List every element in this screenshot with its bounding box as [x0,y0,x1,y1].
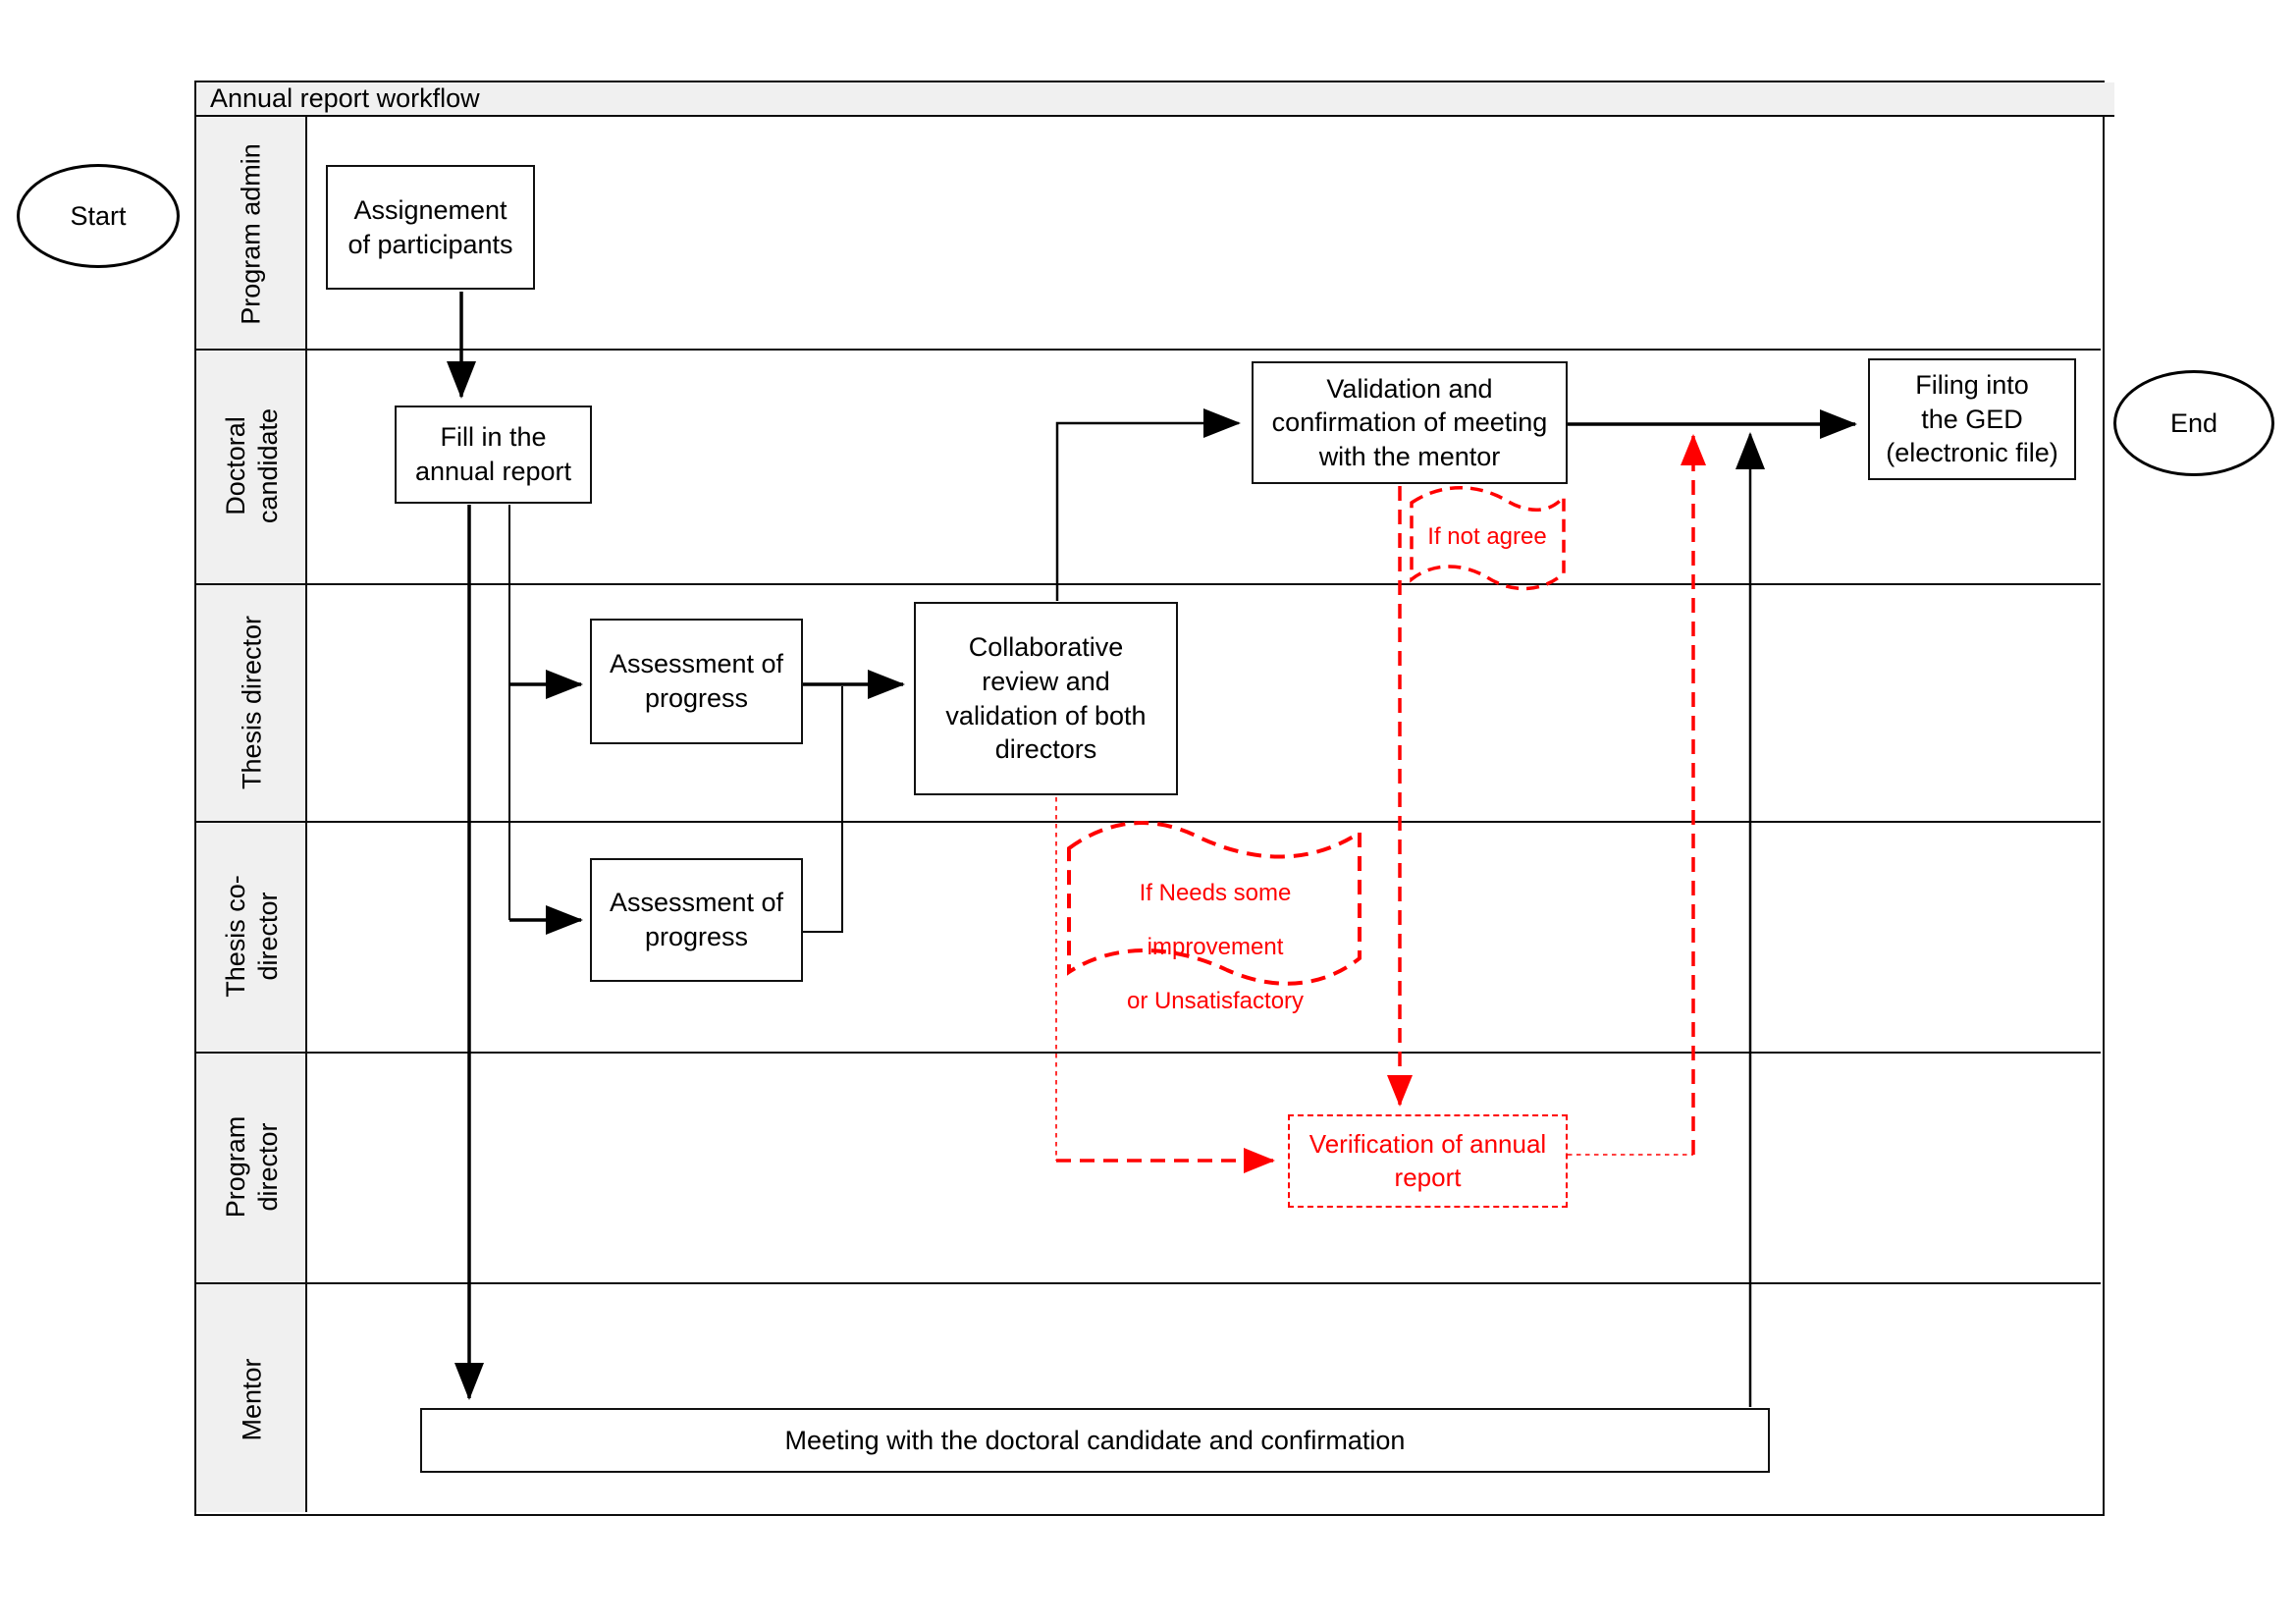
lane-divider-3 [196,821,2101,823]
process-assessment-director: Assessment of progress [590,619,803,744]
lane-label-thesis-codirector: Thesis co- director [221,875,283,998]
annotation-if-needs-improvement: If Needs some improvement or Unsatisfact… [1126,880,1305,1015]
start-terminator: Start [17,164,180,268]
lane-label-thesis-director: Thesis director [237,615,267,790]
lane-label-program-admin: Program admin [236,143,266,325]
lane-divider-2 [196,583,2101,585]
lane-divider-5 [196,1282,2101,1284]
end-terminator: End [2113,370,2274,476]
process-assessment-codirector: Assessment of progress [590,858,803,982]
lane-label-program-director: Program director [221,1115,283,1218]
annotation-if-not-agree: If not agree [1427,523,1547,550]
lane-label-mentor: Mentor [237,1358,267,1441]
lane-divider-4 [196,1052,2101,1054]
process-collaborative-review: Collaborative review and validation of b… [914,602,1178,795]
lane-divider-1 [196,349,2101,351]
diagram-title: Annual report workflow [196,82,2114,117]
process-assignment: Assignement of participants [326,165,535,290]
process-fill-in-report: Fill in the annual report [395,406,592,504]
process-meeting-mentor: Meeting with the doctoral candidate and … [420,1408,1770,1473]
process-filing-ged: Filing into the GED (electronic file) [1868,358,2076,480]
process-validation-confirmation: Validation and confirmation of meeting w… [1252,361,1568,484]
process-verification-annual-report: Verification of annual report [1288,1114,1568,1208]
swimlane-frame [194,81,2105,1516]
lane-label-doctoral-candidate: Doctoral candidate [221,407,283,524]
